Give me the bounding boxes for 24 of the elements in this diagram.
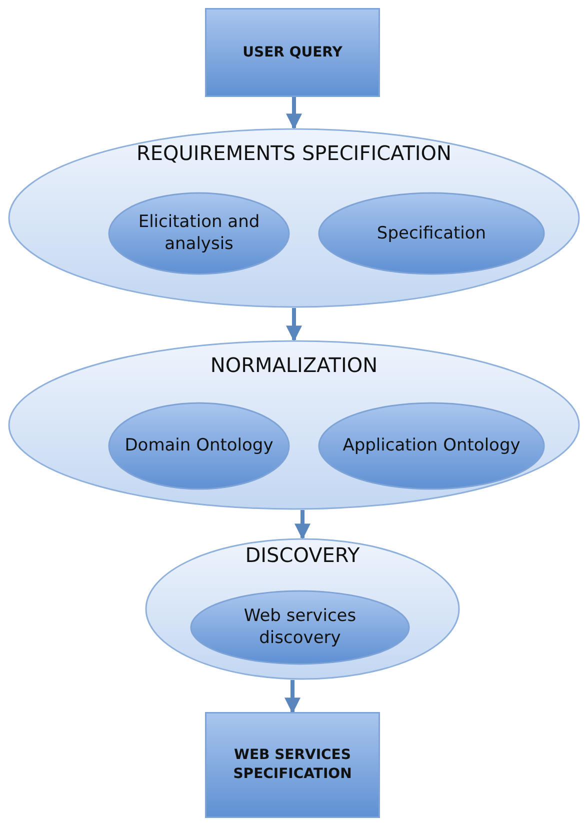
- step-ellipse: [108, 402, 290, 490]
- stage-ellipse: [145, 538, 460, 680]
- stage-ellipse: [8, 128, 580, 308]
- stage-heading: REQUIREMENTS SPECIFICATION: [135, 140, 453, 167]
- step-label: WEB SERVICES SPECIFICATION: [232, 746, 353, 784]
- step-label: Application Ontology: [342, 434, 522, 458]
- step-ellipse: [318, 402, 545, 490]
- stage-heading: DISCOVERY: [244, 542, 361, 569]
- arrow: [286, 308, 302, 342]
- arrow: [284, 680, 300, 714]
- step-ellipse: [190, 590, 410, 665]
- arrow: [286, 97, 302, 130]
- process-box: [205, 712, 380, 818]
- step-label: Elicitation and analysis: [137, 210, 261, 256]
- step-label: Domain Ontology: [124, 434, 274, 458]
- step-label: USER QUERY: [242, 43, 344, 62]
- step-ellipse: [108, 192, 290, 275]
- step-ellipse: [318, 192, 545, 275]
- process-box: [205, 8, 380, 97]
- step-label: Specification: [376, 222, 488, 245]
- arrow: [294, 510, 310, 540]
- stage-ellipse: [8, 340, 580, 510]
- stage-heading: NORMALIZATION: [209, 352, 379, 379]
- step-label: Web services discovery: [242, 604, 358, 650]
